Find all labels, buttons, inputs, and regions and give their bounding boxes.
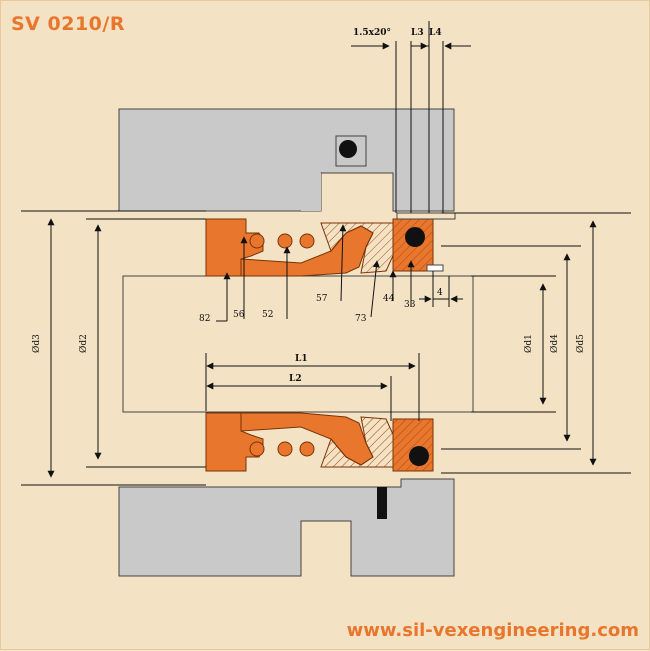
d5-label: Ød5 [575,334,586,353]
part-82-label: 82 [199,314,210,324]
spring-coil-4 [249,441,265,457]
extension-lines [21,210,631,486]
d2-label: Ød2 [78,334,89,353]
l3-label: L3 [411,28,424,38]
upper-housing-step [301,173,321,211]
part-4-label: 4 [437,288,443,298]
lower-housing [118,478,455,577]
l2-label: L2 [289,374,302,384]
spring-coil-3 [299,233,315,249]
reference-lines [351,21,471,213]
seat-o-ring-upper [405,227,425,247]
housing-o-ring [339,140,357,158]
l4-label: L4 [429,28,442,38]
seat-o-ring-lower [409,446,429,466]
d3-label: Ød3 [31,334,42,353]
part-73-label: 73 [355,314,367,324]
housing-recess [335,135,367,167]
page-title: SV 0210/R [11,13,125,35]
upper-housing [118,108,455,212]
l1-label: L1 [295,354,308,364]
part-57-label: 57 [316,294,328,304]
part-44-label: 44 [383,294,395,304]
website-link[interactable]: www.sil-vexengineering.com [346,620,639,641]
spring-coil-5 [277,441,293,457]
retainer-pin [426,264,444,272]
spring-coil-6 [299,441,315,457]
spring-coil-2 [277,233,293,249]
part-56-label: 56 [233,310,245,320]
d4-label: Ød4 [549,334,560,353]
lower-gasket [377,487,387,519]
part-52-label: 52 [262,310,273,320]
spring-coil-1 [249,233,265,249]
chamfer-label: 1.5x20° [353,28,391,38]
part-33-label: 33 [404,300,416,310]
part-leaders [216,224,415,322]
shaft [122,275,474,413]
d1-label: Ød1 [523,334,534,353]
seat-clearance-upper [396,212,456,220]
